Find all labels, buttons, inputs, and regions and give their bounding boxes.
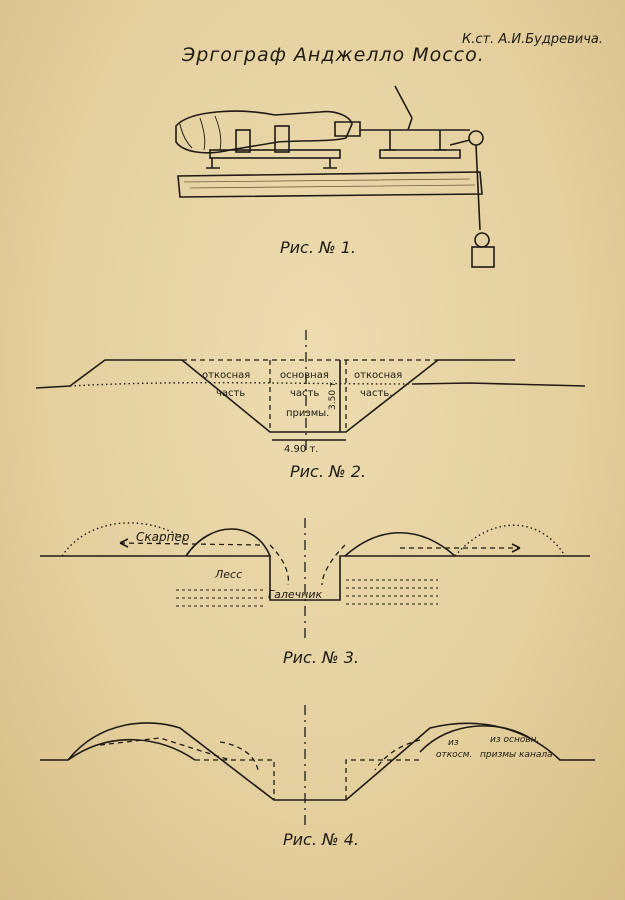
fig4-from-label-2: откосм.	[436, 750, 472, 760]
fig3-gravel-layer	[176, 579, 438, 607]
fig2-right-label-2: часть.	[360, 388, 392, 399]
fig2-center-label-2: часть	[290, 388, 319, 399]
figure-4-canal-embankments: из откосм. из основн. призмы канала	[40, 705, 595, 830]
author-credit: К.ст. А.И.Будревича.	[462, 32, 603, 47]
fig4-base-label-2: призмы канала	[480, 750, 553, 760]
fig2-left-label-1: откосная	[202, 370, 250, 381]
figure-3-scraper-excavation: Скарпер Лесс Галечник	[40, 518, 590, 640]
figure-1-caption: Рис. № 1.	[280, 238, 357, 257]
fig2-right-label-1: откосная	[354, 370, 402, 381]
fig4-base-label-1: из основн.	[490, 735, 539, 745]
fig3-gravel-label: Галечник	[268, 588, 323, 601]
page-title: Эргограф Анджелло Моссо.	[182, 44, 485, 66]
fig4-from-label-1: из	[448, 738, 459, 748]
figure-1-ergograph-drawing	[175, 85, 495, 268]
fig2-center-label-1: основная	[280, 370, 329, 381]
figure-4-caption: Рис. № 4.	[283, 830, 360, 849]
figure-3-caption: Рис. № 3.	[283, 648, 360, 667]
fig3-scraper-label: Скарпер	[136, 530, 190, 544]
fig2-center-label-3: призмы.	[286, 408, 329, 419]
fig2-depth-label: 3.50 т.	[328, 379, 338, 410]
figure-2-caption: Рис. № 2.	[290, 462, 367, 481]
fig2-left-label-2: часть	[216, 388, 245, 399]
figure-2-canal-section: откосная часть основная часть призмы. от…	[35, 330, 586, 455]
fig2-width-label: 4.90 т.	[284, 444, 318, 455]
fig3-loess-label: Лесс	[214, 568, 242, 581]
